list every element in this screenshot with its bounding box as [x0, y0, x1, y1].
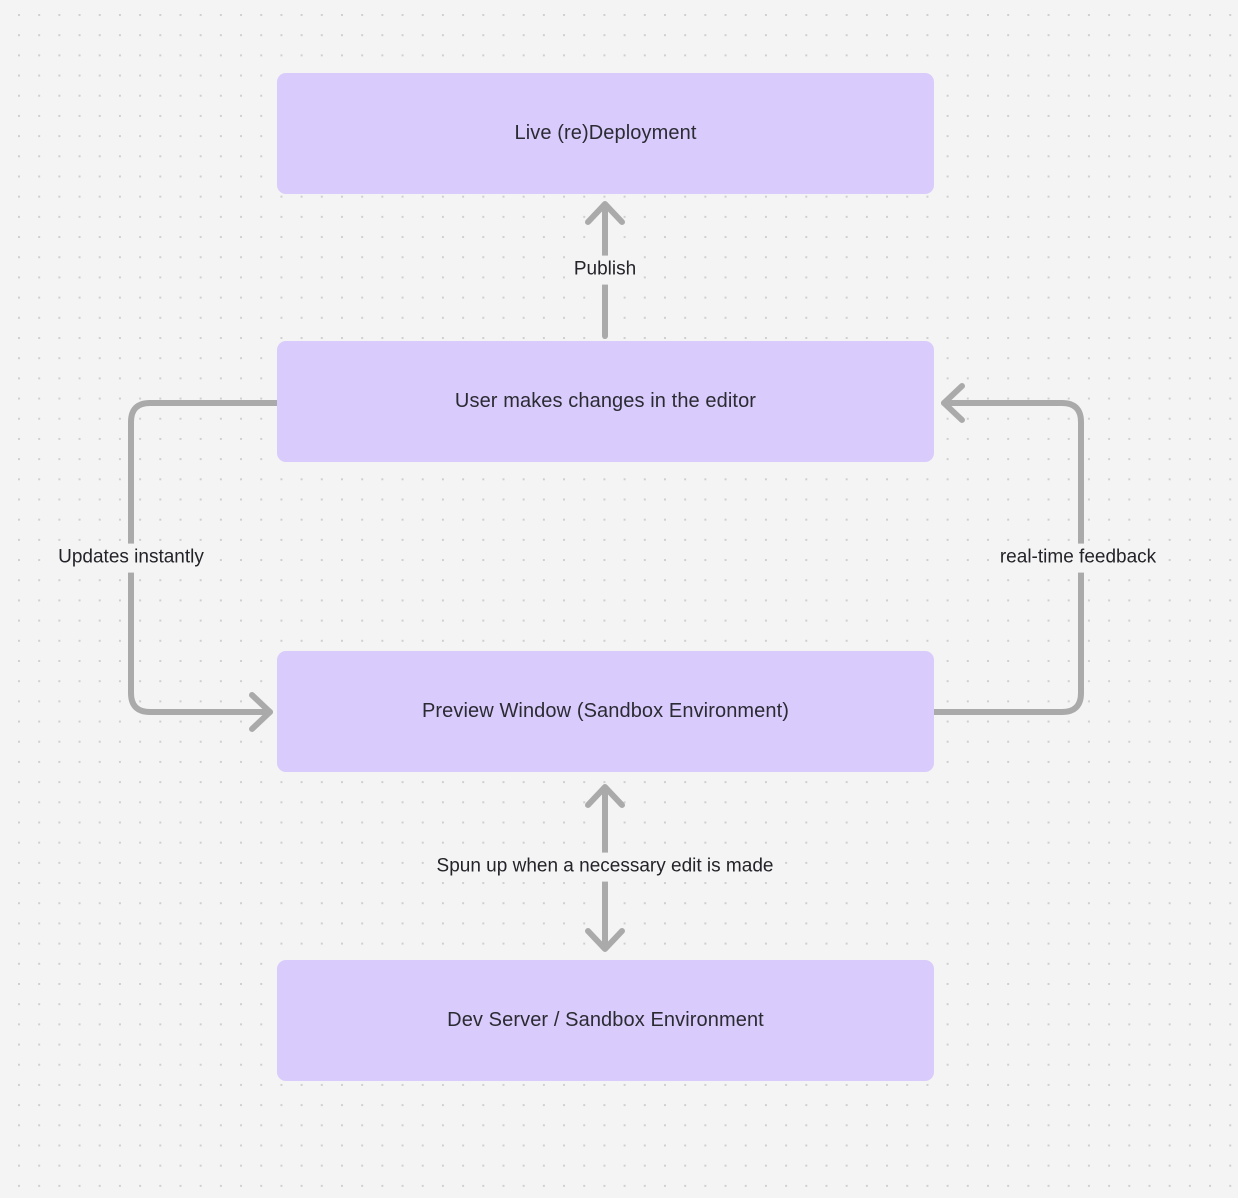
node-label-user-edits: User makes changes in the editor [454, 390, 757, 412]
edge-label-spun-up: Spun up when a necessary edit is made [429, 852, 781, 882]
edge-label-updates-instantly: Updates instantly [51, 543, 211, 573]
node-label-dev-server: Dev Server / Sandbox Environment [447, 1009, 764, 1031]
edge-label-real-time-feedback: real-time feedback [992, 543, 1164, 573]
node-live-deployment[interactable]: Live (re)Deployment [277, 73, 934, 194]
node-preview-window[interactable]: Preview Window (Sandbox Environment) [277, 651, 934, 772]
edge-spun-up [585, 784, 625, 952]
node-label-preview-window: Preview Window (Sandbox Environment) [421, 700, 790, 722]
node-user-edits[interactable]: User makes changes in the editor [277, 341, 934, 462]
node-dev-server[interactable]: Dev Server / Sandbox Environment [277, 960, 934, 1081]
edge-label-publish: Publish [566, 255, 644, 285]
node-label-live-deployment: Live (re)Deployment [514, 122, 697, 144]
